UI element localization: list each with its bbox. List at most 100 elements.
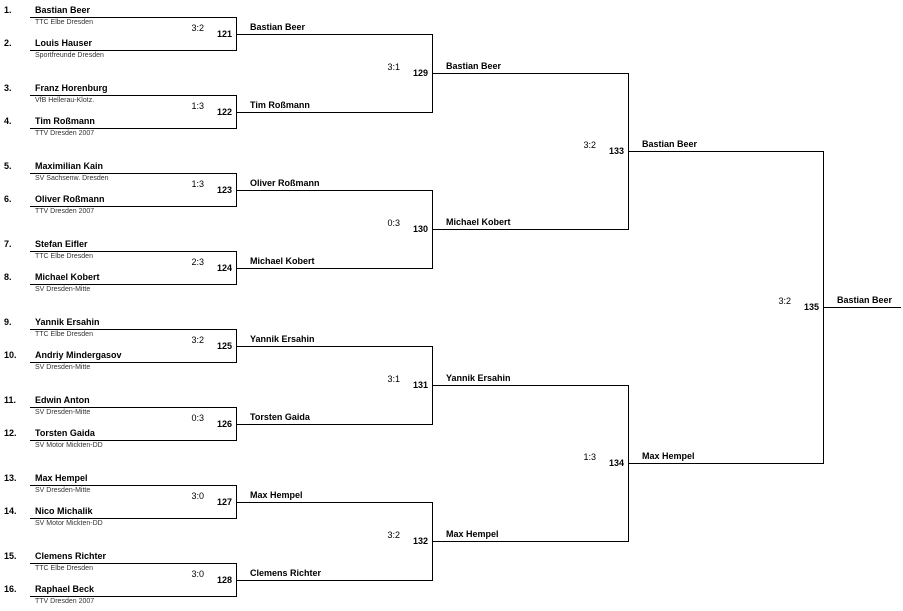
match-number: 130	[412, 224, 428, 234]
player-name: Oliver Roßmann	[35, 194, 105, 204]
player-seed: 2.	[4, 38, 12, 48]
player-name: Max Hempel	[35, 473, 88, 483]
match-number: 132	[412, 536, 428, 546]
match-winner: Max Hempel	[446, 529, 499, 539]
player-seed: 1.	[4, 5, 12, 15]
player-seed: 13.	[4, 473, 17, 483]
player-name: Tim Roßmann	[35, 116, 95, 126]
match-number: 128	[216, 575, 232, 585]
match-number: 135	[803, 302, 819, 312]
player-name: Nico Michalik	[35, 506, 93, 516]
bracket-line	[432, 229, 629, 230]
match-number: 123	[216, 185, 232, 195]
player-name: Bastian Beer	[35, 5, 91, 15]
player-club: SV Sachsenw. Dresden	[35, 175, 109, 182]
bracket-line	[30, 17, 237, 18]
match-score: 3:2	[778, 296, 791, 306]
match-winner: Bastian Beer	[250, 22, 306, 32]
player-club: TTV Dresden 2007	[35, 130, 95, 137]
match-score: 2:3	[191, 257, 204, 267]
bracket-line	[30, 518, 237, 519]
player-club: TTC Elbe Dresden	[35, 19, 93, 26]
bracket-line	[30, 251, 237, 252]
bracket-line	[432, 385, 629, 386]
match-score: 1:3	[191, 179, 204, 189]
player-club: TTC Elbe Dresden	[35, 331, 93, 338]
match-winner: Tim Roßmann	[250, 100, 310, 110]
player-seed: 4.	[4, 116, 12, 126]
player-club: SV Motor Mickten-DD	[35, 442, 103, 449]
bracket-line	[30, 362, 237, 363]
match-winner: Michael Kobert	[446, 217, 511, 227]
bracket-line	[30, 284, 237, 285]
bracket-line	[30, 596, 237, 597]
player-seed: 10.	[4, 350, 17, 360]
player-club: TTC Elbe Dresden	[35, 565, 93, 572]
player-seed: 12.	[4, 428, 17, 438]
bracket-line	[30, 440, 237, 441]
bracket-line	[628, 151, 824, 152]
player-seed: 11.	[4, 395, 17, 405]
bracket-line	[628, 463, 824, 464]
match-winner: Max Hempel	[250, 490, 303, 500]
match-number: 124	[216, 263, 232, 273]
match-number: 126	[216, 419, 232, 429]
player-seed: 16.	[4, 584, 17, 594]
match-number: 133	[608, 146, 624, 156]
player-name: Edwin Anton	[35, 395, 90, 405]
player-seed: 7.	[4, 239, 12, 249]
match-number: 127	[216, 497, 232, 507]
match-score: 1:3	[191, 101, 204, 111]
player-name: Louis Hauser	[35, 38, 93, 48]
player-seed: 9.	[4, 317, 12, 327]
player-seed: 5.	[4, 161, 12, 171]
bracket-line	[30, 329, 237, 330]
player-name: Yannik Ersahin	[35, 317, 100, 327]
match-score: 3:0	[191, 569, 204, 579]
match-winner: Yannik Ersahin	[250, 334, 315, 344]
match-score: 3:2	[387, 530, 400, 540]
match-number: 121	[216, 29, 232, 39]
player-seed: 6.	[4, 194, 12, 204]
player-club: Sportfreunde Dresden	[35, 52, 104, 59]
match-number: 125	[216, 341, 232, 351]
player-name: Torsten Gaida	[35, 428, 95, 438]
match-score: 3:0	[191, 491, 204, 501]
bracket-line	[30, 128, 237, 129]
bracket-line	[30, 50, 237, 51]
bracket-line	[30, 407, 237, 408]
player-name: Raphael Beck	[35, 584, 95, 594]
bracket-line	[30, 173, 237, 174]
match-winner: Max Hempel	[642, 451, 695, 461]
match-winner: Yannik Ersahin	[446, 373, 511, 383]
player-seed: 14.	[4, 506, 17, 516]
bracket-line	[823, 307, 901, 308]
match-winner: Clemens Richter	[250, 568, 322, 578]
bracket-line	[432, 541, 629, 542]
player-club: TTC Elbe Dresden	[35, 253, 93, 260]
player-seed: 8.	[4, 272, 12, 282]
player-name: Stefan Eifler	[35, 239, 88, 249]
player-name: Franz Horenburg	[35, 83, 108, 93]
bracket-line	[236, 190, 433, 191]
player-seed: 15.	[4, 551, 17, 561]
bracket-line	[236, 34, 433, 35]
match-score: 3:2	[191, 23, 204, 33]
bracket-line	[236, 502, 433, 503]
player-club: SV Dresden-Mitte	[35, 487, 91, 494]
bracket-line	[432, 73, 629, 74]
player-club: SV Dresden-Mitte	[35, 409, 91, 416]
bracket-line	[30, 485, 237, 486]
match-score: 3:2	[191, 335, 204, 345]
match-winner: Bastian Beer	[446, 61, 502, 71]
player-name: Maximilian Kain	[35, 161, 104, 171]
player-name: Andriy Mindergasov	[35, 350, 122, 360]
player-club: TTV Dresden 2007	[35, 208, 95, 215]
player-club: SV Dresden-Mitte	[35, 286, 91, 293]
match-number: 122	[216, 107, 232, 117]
player-club: SV Dresden-Mitte	[35, 364, 91, 371]
match-score: 3:1	[387, 62, 400, 72]
player-club: TTV Dresden 2007	[35, 598, 95, 605]
match-winner: Torsten Gaida	[250, 412, 310, 422]
